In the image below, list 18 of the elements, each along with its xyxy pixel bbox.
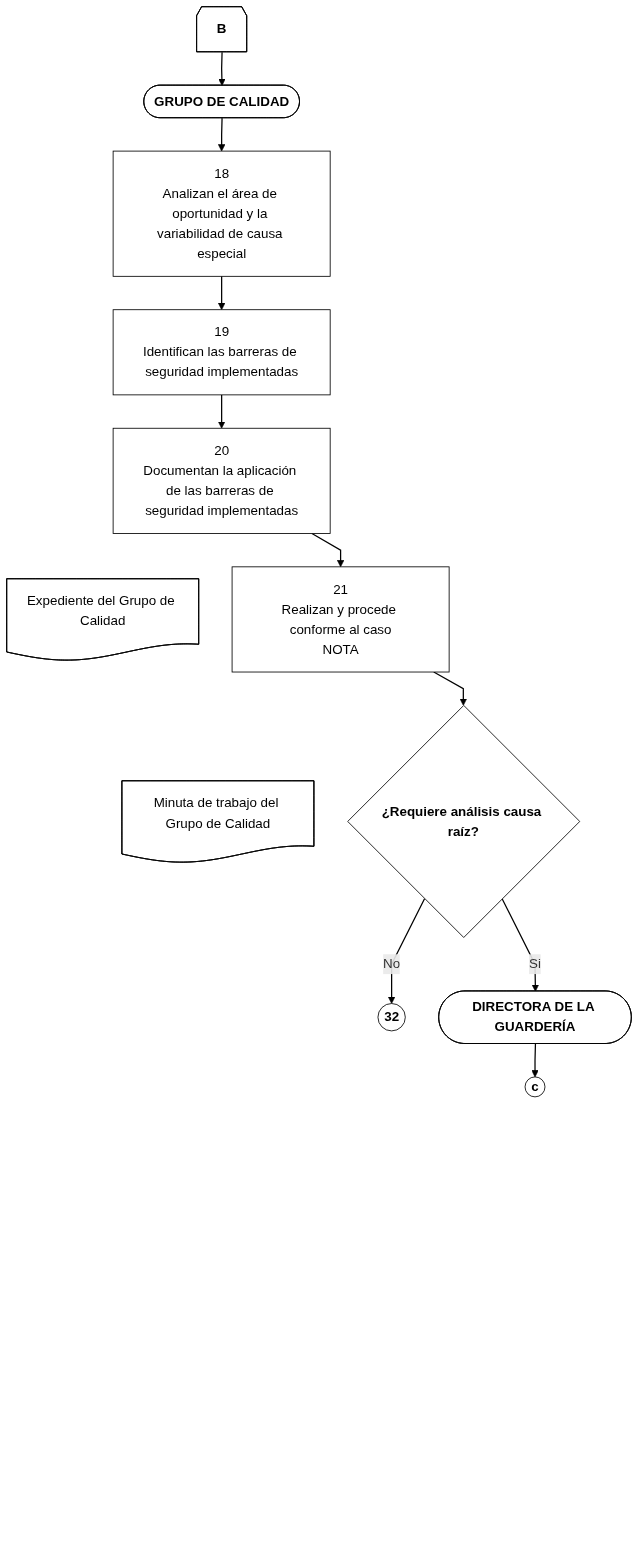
arrow	[433, 671, 467, 706]
arrow	[217, 117, 226, 152]
edge-label: No	[383, 956, 401, 971]
arrow	[217, 275, 226, 311]
arrow	[218, 51, 226, 86]
node-circle: c	[524, 1076, 546, 1098]
node-box: 21 Realizan y procede conforme al caso NOTA	[231, 566, 450, 673]
node-circle: 32	[377, 1003, 406, 1032]
node-box: 19 Identifican las barreras de seguridad implementadas	[112, 309, 331, 396]
node-box: 20 Documentan la aplicación de las barreras de seguridad implementadas	[112, 427, 331, 534]
arrow	[501, 898, 539, 992]
arrow	[217, 394, 226, 429]
arrow	[311, 532, 345, 568]
node-diamond: ¿Requiere análisis causa raíz?	[347, 705, 581, 938]
node-box: 18 Analizan el área de oportunidad y la variabilidad de causa especial	[112, 150, 331, 277]
arrow	[531, 1043, 539, 1078]
arrow	[387, 898, 426, 1004]
edge-label: Si	[529, 956, 541, 971]
